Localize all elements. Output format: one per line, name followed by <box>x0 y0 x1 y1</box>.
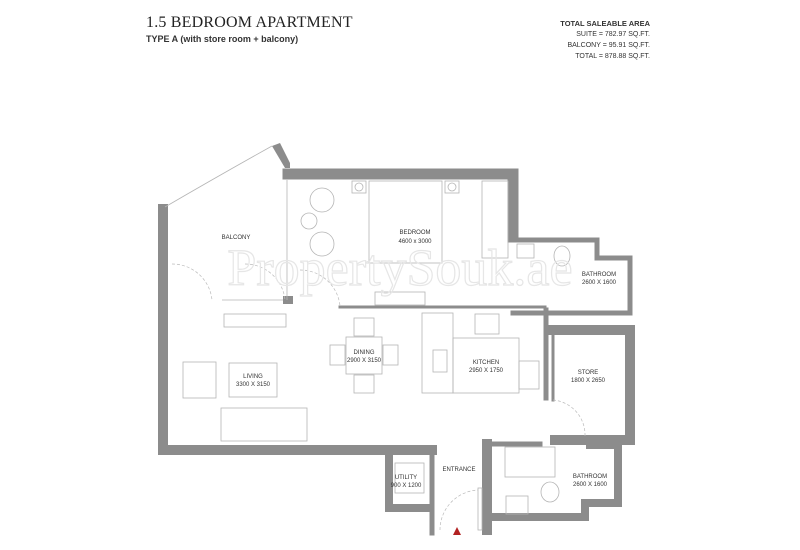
plan-subtitle: TYPE A (with store room + balcony) <box>146 34 299 44</box>
room-kitchen-label: KITCHEN <box>473 360 499 366</box>
entrance-marker <box>453 527 461 535</box>
corner-wall <box>272 143 290 168</box>
room-living-label: LIVING <box>243 374 263 380</box>
room-bathroom1-size: 2600 X 1600 <box>582 280 617 286</box>
room-bathroom1-label: BATHROOM <box>582 272 616 278</box>
area-heading: TOTAL SALEABLE AREA <box>560 19 650 28</box>
area-suite: SUITE = 782.97 SQ.FT. <box>576 31 650 38</box>
room-store-label: STORE <box>578 370 599 376</box>
room-bathroom2-size: 2600 X 1600 <box>573 482 608 488</box>
room-store-size: 1800 X 2650 <box>571 378 606 384</box>
room-dining-size: 2900 X 3150 <box>347 358 382 364</box>
walls <box>158 143 635 536</box>
room-kitchen-size: 2950 X 1750 <box>469 368 504 374</box>
room-dining-label: DINING <box>354 350 375 356</box>
room-utility-label: UTILITY <box>395 475 417 481</box>
room-bedroom-label: BEDROOM <box>399 230 430 236</box>
room-balcony-label: BALCONY <box>222 235 251 241</box>
room-bedroom-size: 4600 x 3000 <box>398 239 432 245</box>
room-living-size: 3300 X 3150 <box>236 382 271 388</box>
area-total: TOTAL = 878.88 SQ.FT. <box>575 53 650 60</box>
watermark: PropertySouk.ae <box>227 240 572 297</box>
room-bathroom2-label: BATHROOM <box>573 474 607 480</box>
room-utility-size: 900 X 1200 <box>391 483 422 489</box>
room-entrance-label: ENTRANCE <box>442 467 475 473</box>
plan-title: 1.5 BEDROOM APARTMENT <box>146 14 353 31</box>
saleable-area-summary: TOTAL SALEABLE AREA SUITE = 782.97 SQ.FT… <box>560 18 650 62</box>
area-balcony: BALCONY = 95.91 SQ.FT. <box>567 42 650 49</box>
